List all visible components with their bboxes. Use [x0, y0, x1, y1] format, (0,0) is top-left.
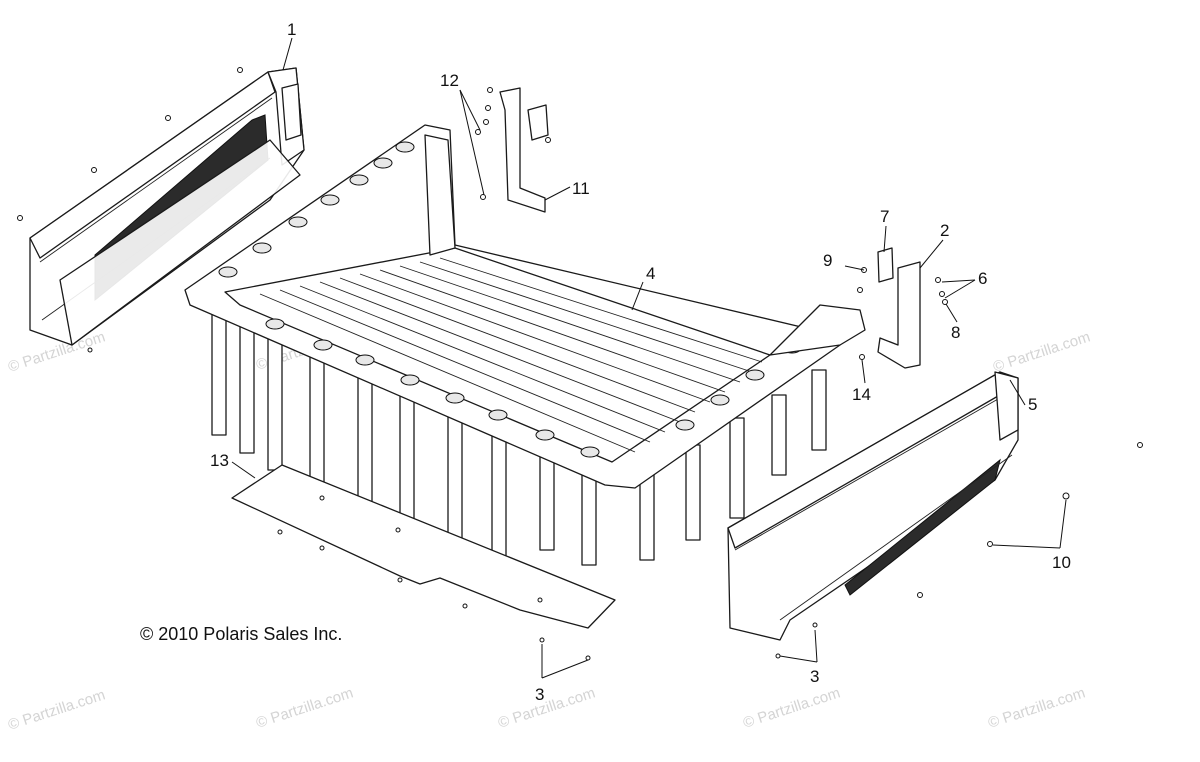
cargo-box [184, 124, 866, 571]
callout-label: 12 [440, 71, 459, 90]
callout-label: 6 [978, 269, 987, 288]
callout-labels: 1 2 3 3 4 5 6 7 8 9 10 11 12 13 14 [210, 20, 1071, 704]
watermark: © Partzilla.com [986, 684, 1087, 731]
callout-label: 10 [1052, 553, 1071, 572]
callout-label: 3 [535, 685, 544, 704]
stake-pockets [218, 141, 836, 458]
watermark: © Partzilla.com [6, 686, 107, 733]
floor-ribs [259, 257, 763, 453]
latch-bracket-left [475, 87, 551, 213]
callout-label: 5 [1028, 395, 1037, 414]
callout-label: 14 [852, 385, 871, 404]
left-side-panel [29, 67, 305, 346]
callout-label: 8 [951, 323, 960, 342]
copyright-text: © 2010 Polaris Sales Inc. [140, 624, 342, 644]
callout-label: 9 [823, 251, 832, 270]
watermark: © Partzilla.com [741, 684, 842, 731]
callout-label: 13 [210, 451, 229, 470]
callout-label: 11 [572, 179, 590, 198]
right-side-panel [727, 371, 1019, 641]
leader-lines [231, 37, 1067, 679]
callout-label: 7 [880, 207, 889, 226]
latch-bracket-right [857, 247, 948, 369]
skid-plate [231, 464, 616, 629]
callout-label: 2 [940, 221, 949, 240]
callout-label: 3 [810, 667, 819, 686]
watermark: © Partzilla.com [496, 684, 597, 731]
callout-label: 1 [287, 20, 296, 39]
callout-label: 4 [646, 264, 655, 283]
watermark: © Partzilla.com [991, 328, 1092, 375]
watermark: © Partzilla.com [254, 684, 355, 731]
